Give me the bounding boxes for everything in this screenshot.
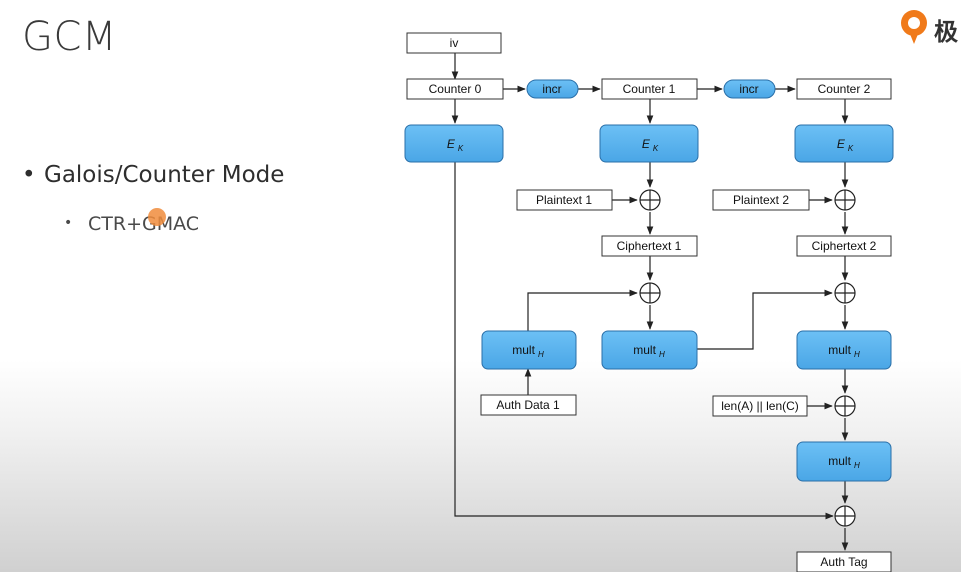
counter-2-box: Counter 2 <box>796 78 892 100</box>
auth-tag-label: Auth Tag <box>820 555 867 569</box>
bullet-dot-icon: • <box>22 162 36 188</box>
auth-data-1-box: Auth Data 1 <box>480 394 577 416</box>
auth-tag-box: Auth Tag <box>796 551 892 572</box>
brand-logo-icon <box>901 10 927 44</box>
plaintext-1-box: Plaintext 1 <box>516 189 613 211</box>
mult-2-label: mult <box>828 343 851 357</box>
ek-0-sub: K <box>458 144 464 153</box>
xor-plaintext-2-icon <box>834 189 856 211</box>
bullet-ctr-gmac: • CTR+GMAC <box>64 213 199 235</box>
xor-final-icon <box>834 505 856 527</box>
iv-box: iv <box>406 32 502 54</box>
svg-text:EK: EK <box>447 137 464 153</box>
bullet-2-text: CTR+GMAC <box>88 213 200 235</box>
plaintext-1-label: Plaintext 1 <box>536 193 592 207</box>
mult-auth-label: mult <box>512 343 535 357</box>
incr-2-block: incr <box>723 79 776 99</box>
counter-0-label: Counter 0 <box>429 82 482 96</box>
ciphertext-1-label: Ciphertext 1 <box>617 239 682 253</box>
ek-1-sub: K <box>653 144 659 153</box>
connector-lines <box>451 53 849 551</box>
counter-2-label: Counter 2 <box>818 82 871 96</box>
mult-final-label: mult <box>828 454 851 468</box>
xor-len-icon <box>834 395 856 417</box>
incr-1-block: incr <box>526 79 579 99</box>
ciphertext-1-box: Ciphertext 1 <box>601 235 698 257</box>
slide-title: GCM <box>22 14 117 60</box>
bullet-dot-small-icon: • <box>64 215 73 231</box>
brand-logo: 极 <box>896 6 961 48</box>
plaintext-2-label: Plaintext 2 <box>733 193 789 207</box>
ek-2-sub: K <box>848 144 854 153</box>
mult-2-sub: H <box>854 350 860 359</box>
ek-2-label: E <box>837 137 846 151</box>
xor-ghash-2-icon <box>834 282 856 304</box>
plaintext-2-box: Plaintext 2 <box>712 189 810 211</box>
pointer-cursor-icon <box>148 208 166 226</box>
mult-final-sub: H <box>854 461 860 470</box>
ciphertext-2-box: Ciphertext 2 <box>796 235 892 257</box>
counter-0-box: Counter 0 <box>406 78 504 100</box>
incr-1-label: incr <box>542 82 561 96</box>
bullet-1-text: Galois/Counter Mode <box>44 162 285 188</box>
iv-label: iv <box>450 36 459 50</box>
mult-auth-sub: H <box>538 350 544 359</box>
counter-1-box: Counter 1 <box>601 78 698 100</box>
mult-1-sub: H <box>659 350 665 359</box>
svg-text:EK: EK <box>837 137 854 153</box>
ek-0-label: E <box>447 137 456 151</box>
ek-1-label: E <box>642 137 651 151</box>
svg-text:EK: EK <box>642 137 659 153</box>
auth-data-1-label: Auth Data 1 <box>496 398 560 412</box>
ciphertext-2-label: Ciphertext 2 <box>812 239 877 253</box>
mult-1-label: mult <box>633 343 656 357</box>
len-label: len(A) || len(C) <box>721 399 799 413</box>
brand-logo-text: 极 <box>934 18 958 46</box>
xor-plaintext-1-icon <box>639 189 661 211</box>
bullet-galois-counter-mode: • Galois/Counter Mode <box>22 162 284 188</box>
incr-2-label: incr <box>739 82 758 96</box>
xor-ghash-1-icon <box>639 282 661 304</box>
len-box: len(A) || len(C) <box>712 395 808 417</box>
counter-1-label: Counter 1 <box>623 82 676 96</box>
